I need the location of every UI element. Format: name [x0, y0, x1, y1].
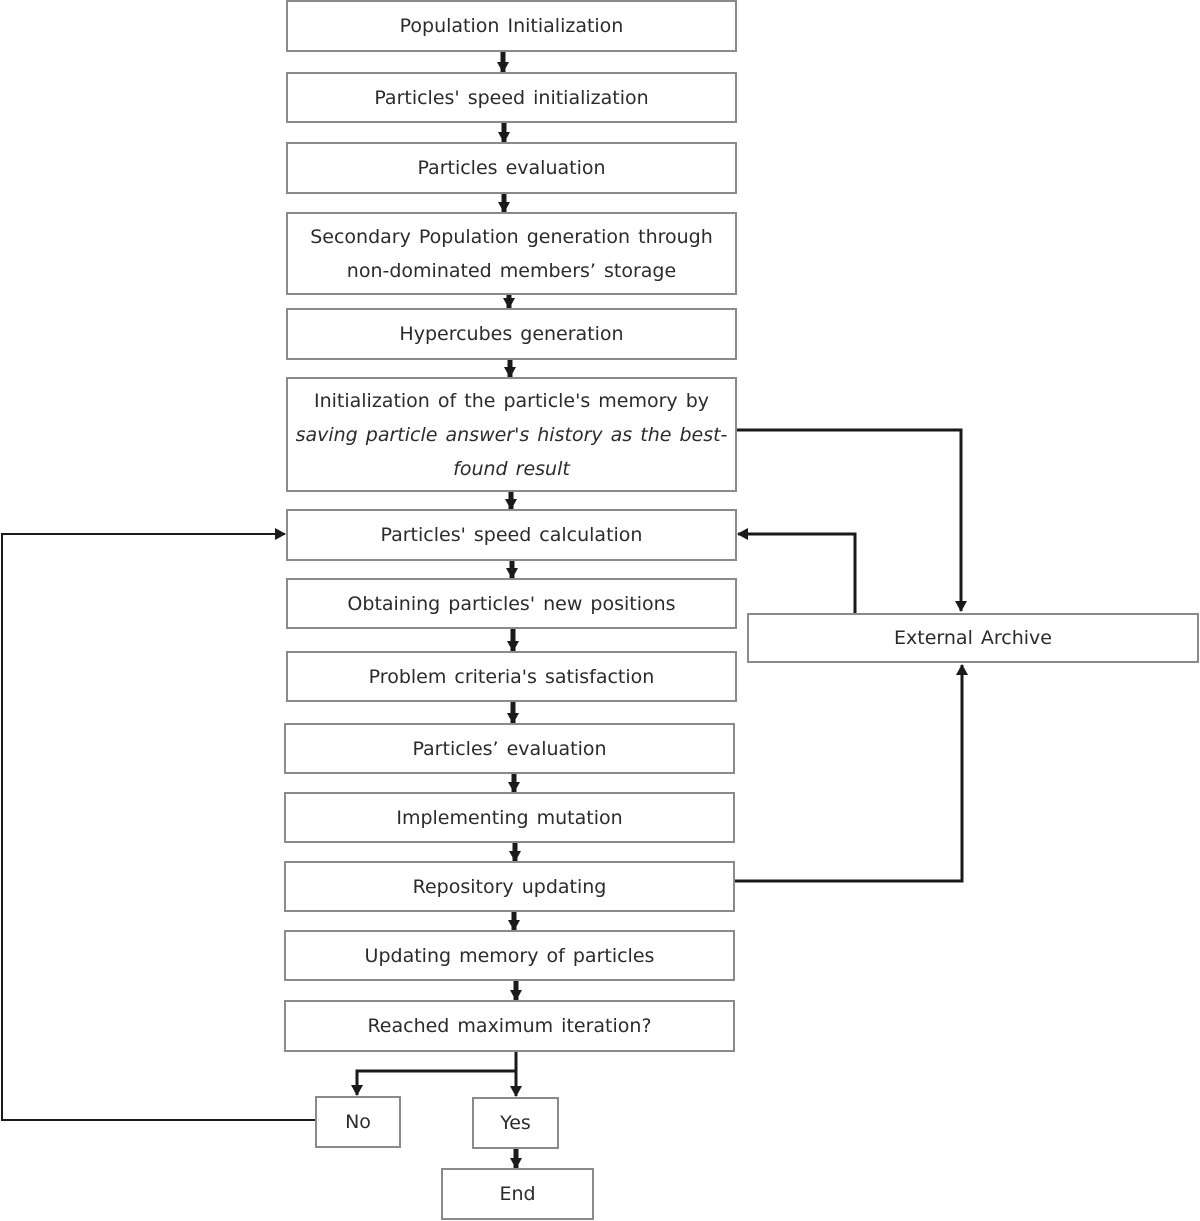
node-particles-eval-2: Particles’ evaluation	[284, 723, 735, 774]
node-label: Problem criteria's satisfaction	[368, 665, 655, 688]
node-label: Obtaining particles' new positions	[347, 592, 676, 615]
node-label: Hypercubes generation	[399, 323, 624, 345]
node-external-archive: External Archive	[747, 613, 1199, 663]
node-speed-init: Particles' speed initialization	[286, 72, 737, 123]
node-repository: Repository updating	[284, 861, 735, 912]
node-label: No	[345, 1111, 371, 1133]
node-new-positions: Obtaining particles' new positions	[286, 578, 737, 629]
node-yes: Yes	[472, 1097, 559, 1149]
node-update-memory: Updating memory of particles	[284, 930, 735, 981]
node-label: found result	[453, 457, 570, 480]
edge-no-to-speed-calc	[1, 528, 315, 1121]
node-label: Reached maximum iteration?	[367, 1015, 652, 1037]
node-memory-init: Initialization of the particle's memory …	[286, 377, 737, 492]
node-label: non-dominated members’ storage	[346, 259, 677, 282]
node-label: Yes	[500, 1112, 531, 1134]
node-label: Particles' speed initialization	[374, 86, 649, 109]
node-label: Population Initialization	[399, 15, 624, 37]
node-label: Particles' speed calculation	[380, 524, 643, 546]
node-label: External Archive	[894, 627, 1052, 649]
edge-external-archive-to-speed-calc	[737, 528, 857, 613]
node-speed-calc: Particles' speed calculation	[286, 509, 737, 561]
node-particles-eval: Particles evaluation	[286, 142, 737, 194]
edge-memory-init-to-external-archive	[737, 428, 967, 612]
node-label: Particles evaluation	[417, 157, 606, 179]
node-label: End	[499, 1183, 536, 1205]
node-hypercubes: Hypercubes generation	[286, 308, 737, 360]
node-criteria: Problem criteria's satisfaction	[286, 651, 737, 702]
edge-repository-to-external-archive	[735, 664, 968, 883]
node-label: saving particle answer's history as the …	[295, 423, 728, 446]
edge-max-iteration-to-no	[351, 1052, 518, 1096]
node-max-iteration: Reached maximum iteration?	[284, 1000, 735, 1052]
node-end: End	[441, 1168, 594, 1220]
node-population-init: Population Initialization	[286, 0, 737, 52]
node-label: Particles’ evaluation	[412, 737, 607, 760]
node-label: Repository updating	[412, 875, 607, 898]
node-label: Implementing mutation	[396, 806, 623, 829]
node-secondary-pop: Secondary Population generation through n…	[286, 212, 737, 295]
node-label: Initialization of the particle's memory …	[313, 389, 710, 412]
node-label: Secondary Population generation through	[310, 225, 713, 248]
node-mutation: Implementing mutation	[284, 792, 735, 843]
node-no: No	[315, 1096, 401, 1148]
node-label: Updating memory of particles	[364, 944, 655, 967]
